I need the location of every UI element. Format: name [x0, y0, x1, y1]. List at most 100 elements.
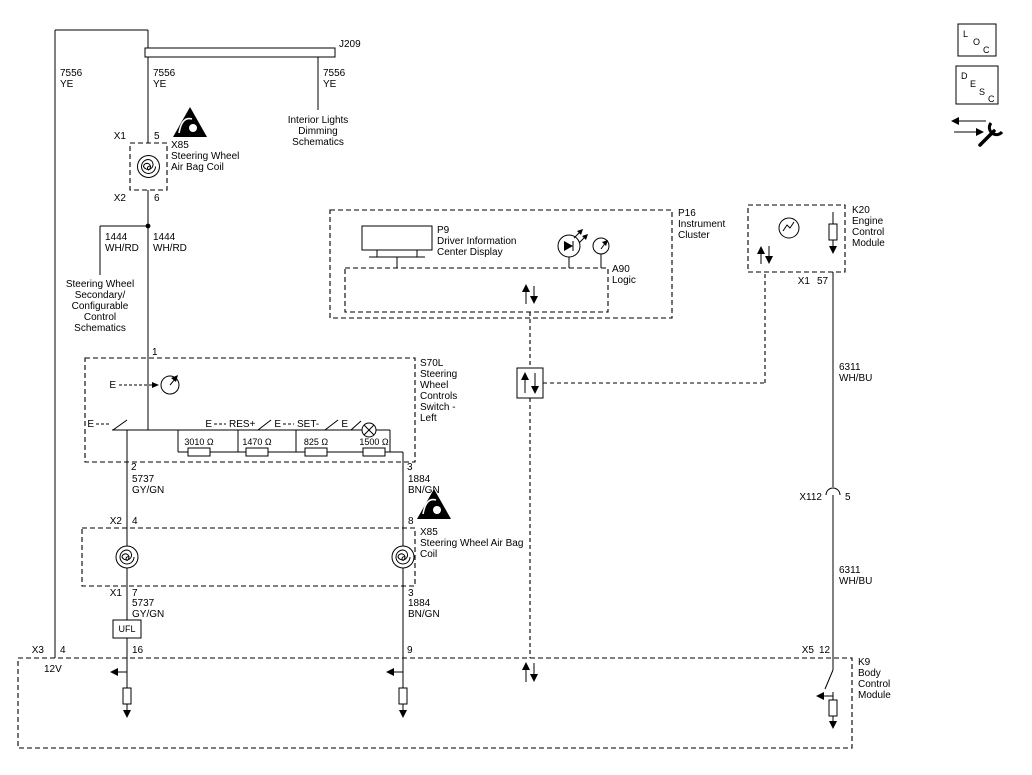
internal-ground-driver	[110, 658, 132, 718]
resistor-value: 3010 Ω	[184, 437, 214, 447]
svg-text:E: E	[274, 419, 281, 430]
wire-color: YE	[60, 79, 74, 90]
p16-instrument-cluster: P16 Instrument Cluster P9 Driver Informa…	[329, 208, 725, 319]
wire-circuit: 6311	[839, 362, 861, 373]
component-label: K9	[858, 657, 871, 668]
internal-resistor-ground	[828, 212, 838, 254]
pin-number: 3	[408, 588, 414, 599]
ground-icon	[829, 246, 837, 254]
resistor	[828, 699, 838, 717]
connector-id: X1	[110, 588, 123, 599]
component-label: X85	[171, 140, 189, 151]
wire-circuit: 7556	[323, 68, 346, 79]
k9-body-control-module: K9 Body Control Module X3 4 12V 16 9 X5 …	[17, 645, 891, 749]
switch-set-minus: E SET-	[274, 419, 339, 431]
pin-number: 9	[407, 645, 413, 656]
wire-color: BN/GN	[408, 609, 440, 620]
resistor	[828, 223, 838, 241]
wire-circuit: 6311	[839, 565, 861, 576]
svg-text:E: E	[970, 79, 976, 89]
svg-text:E: E	[205, 419, 212, 430]
connector-id: X112	[799, 492, 822, 503]
serial-data-arrows-icon	[521, 372, 539, 394]
ground-icon	[399, 710, 407, 718]
arrow-left-icon	[816, 692, 824, 700]
pin-number: 57	[817, 276, 829, 287]
lamp-icon	[361, 422, 377, 438]
resistor	[304, 447, 328, 457]
switch-res-plus: E RES+	[205, 419, 272, 431]
legend-loc-button[interactable]: L O C	[957, 23, 997, 57]
splice-pack-j209	[144, 47, 336, 58]
coil-output-wiring: 5737 GY/GN UFL 1884 BN/GN	[112, 586, 440, 658]
clockspring-coil-icon	[115, 545, 139, 569]
wire-color: WH/RD	[153, 243, 187, 254]
svg-text:C: C	[988, 94, 995, 104]
wire-color: WH/RD	[105, 243, 139, 254]
svg-text:C: C	[983, 45, 990, 55]
data-link-node	[516, 367, 544, 399]
resistor	[362, 447, 386, 457]
resistor-value: 825 Ω	[304, 437, 329, 447]
component-label: P16	[678, 208, 696, 219]
pin-number: 4	[132, 516, 138, 527]
switch-label: SET-	[297, 419, 319, 430]
svg-text:E: E	[109, 380, 116, 391]
internal-switch-ground	[816, 658, 838, 729]
component-label: Controls	[420, 391, 457, 402]
resistor	[187, 447, 211, 457]
pin-number: 12	[819, 645, 831, 656]
wire-circuit: 7556	[153, 68, 176, 79]
component-label: Coil	[420, 549, 437, 560]
wire-circuit: 5737	[132, 598, 155, 609]
x85-air-bag-coil-top: X1 5 X2 6 X85 Steering Wheel Air Bag Coi…	[114, 107, 239, 204]
component-label: Steering Wheel Air Bag	[420, 538, 523, 549]
serial-data-arrows-icon	[522, 284, 538, 304]
component-label: Left	[420, 413, 437, 424]
reference-steering-secondary: Steering Wheel Secondary/ Configurable C…	[66, 279, 134, 334]
serial-data-bus	[516, 272, 766, 658]
wire-color: YE	[323, 79, 337, 90]
component-label: Wheel	[420, 380, 448, 391]
ground-icon	[123, 710, 131, 718]
wire-color: WH/BU	[839, 373, 872, 384]
splice-label: J209	[339, 39, 361, 50]
pin-number: 2	[131, 462, 137, 473]
pin-number: 8	[408, 516, 414, 527]
resistor	[398, 687, 408, 705]
s70l-steering-wheel-controls-switch: 1 S70L Steering Wheel Controls Switch - …	[84, 347, 457, 473]
pin-number: 6	[154, 193, 160, 204]
resistor	[245, 447, 269, 457]
scroll-dial-icon: E	[109, 375, 180, 395]
x85-air-bag-coil-mid: X2 4 8 X1 7 3 X85 Steering Wheel Air Bag…	[81, 489, 523, 599]
connector-id: X2	[114, 193, 127, 204]
component-label: Module	[852, 238, 885, 249]
ecm-signal-wiring: 6311 WH/BU X112 5 6311 WH/BU	[799, 272, 872, 658]
pin-number: 3	[407, 462, 413, 473]
component-label: Air Bag Coil	[171, 162, 224, 173]
repair-instructions-icon[interactable]	[951, 117, 1004, 147]
component-label: Instrument	[678, 219, 725, 230]
component-label: P9	[437, 225, 450, 236]
svg-text:O: O	[973, 37, 980, 47]
wire-circuit: 1884	[408, 598, 431, 609]
a90-logic-block	[344, 267, 609, 313]
wire-circuit: 1884	[408, 474, 431, 485]
internal-ground-driver	[386, 658, 408, 718]
p9-display-icon	[361, 225, 433, 268]
wire-color: GY/GN	[132, 485, 164, 496]
component-label: A90	[612, 264, 630, 275]
inline-connector-x112-icon	[825, 487, 841, 496]
svg-text:Control: Control	[84, 312, 116, 323]
svg-text:Configurable: Configurable	[72, 301, 129, 312]
connector-id: X1	[798, 276, 811, 287]
resistor-value: 1500 Ω	[359, 437, 389, 447]
connector-id: X5	[802, 645, 815, 656]
reference-interior-lights: Interior Lights Dimming Schematics	[288, 115, 349, 148]
airbag-warning-icon	[417, 489, 451, 519]
component-label: Module	[858, 690, 891, 701]
legend-desc-button[interactable]: D E S C	[955, 65, 999, 105]
component-label: Cluster	[678, 230, 710, 241]
svg-text:Secondary/: Secondary/	[75, 290, 126, 301]
